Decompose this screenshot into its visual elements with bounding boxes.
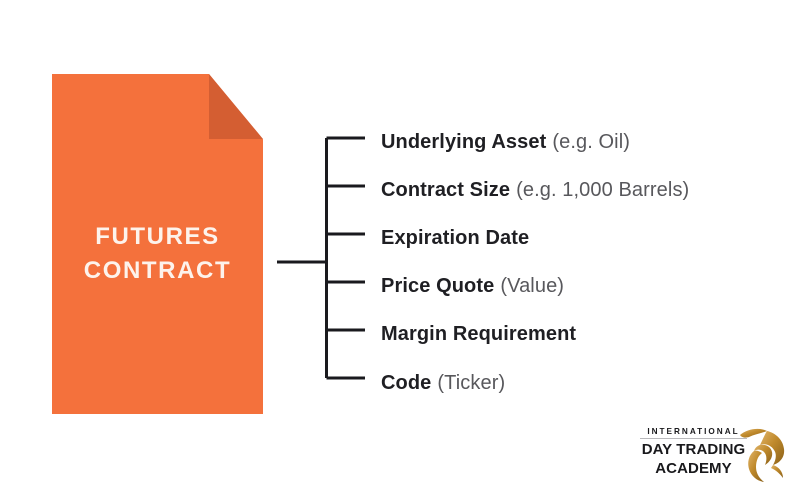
logo-line-academy: ACADEMY bbox=[655, 459, 732, 477]
node-title-line-2: CONTRACT bbox=[83, 257, 232, 285]
list-item: Margin Requirement bbox=[381, 311, 781, 359]
bull-jaw bbox=[748, 450, 764, 482]
node-title-line-1: FUTURES bbox=[95, 223, 220, 250]
logo-line-day-trading: DAY TRADING bbox=[641, 441, 746, 459]
item-note: (Value) bbox=[500, 275, 565, 298]
logo-line-international: INTERNATIONAL bbox=[640, 427, 747, 440]
list-item: Code (Ticker) bbox=[381, 359, 781, 407]
bull-horn-upper bbox=[740, 428, 767, 438]
list-item: Contract Size (e.g. 1,000 Barrels) bbox=[381, 166, 781, 214]
futures-contract-node: FUTURES CONTRACT bbox=[52, 74, 263, 414]
logo-wordmark: INTERNATIONAL DAY TRADING ACADEMY bbox=[640, 427, 747, 478]
bracket-connector bbox=[277, 136, 365, 380]
item-note: (e.g. Oil) bbox=[552, 130, 631, 153]
item-label: Expiration Date bbox=[381, 226, 530, 249]
item-label: Margin Requirement bbox=[381, 323, 577, 346]
node-title: FUTURES CONTRACT bbox=[52, 220, 263, 288]
item-label: Underlying Asset bbox=[381, 130, 547, 153]
list-item: Expiration Date bbox=[381, 214, 781, 262]
bull-head-icon bbox=[740, 428, 785, 482]
item-note: (e.g. 1,000 Barrels) bbox=[516, 178, 690, 201]
item-label: Code bbox=[381, 371, 432, 394]
item-label: Contract Size bbox=[381, 178, 511, 201]
item-label: Price Quote bbox=[381, 275, 495, 298]
bull-head-crown bbox=[760, 431, 785, 465]
brand-logo: INTERNATIONAL DAY TRADING ACADEMY bbox=[640, 424, 790, 486]
list-item: Underlying Asset (e.g. Oil) bbox=[381, 118, 781, 166]
bull-cheek bbox=[754, 444, 773, 465]
bull-horn-lower bbox=[771, 465, 783, 478]
item-note: (Ticker) bbox=[437, 371, 506, 394]
list-item: Price Quote (Value) bbox=[381, 263, 781, 311]
document-folded-corner-icon bbox=[209, 74, 263, 139]
contract-attributes-list: Underlying Asset (e.g. Oil) Contract Siz… bbox=[381, 118, 781, 407]
